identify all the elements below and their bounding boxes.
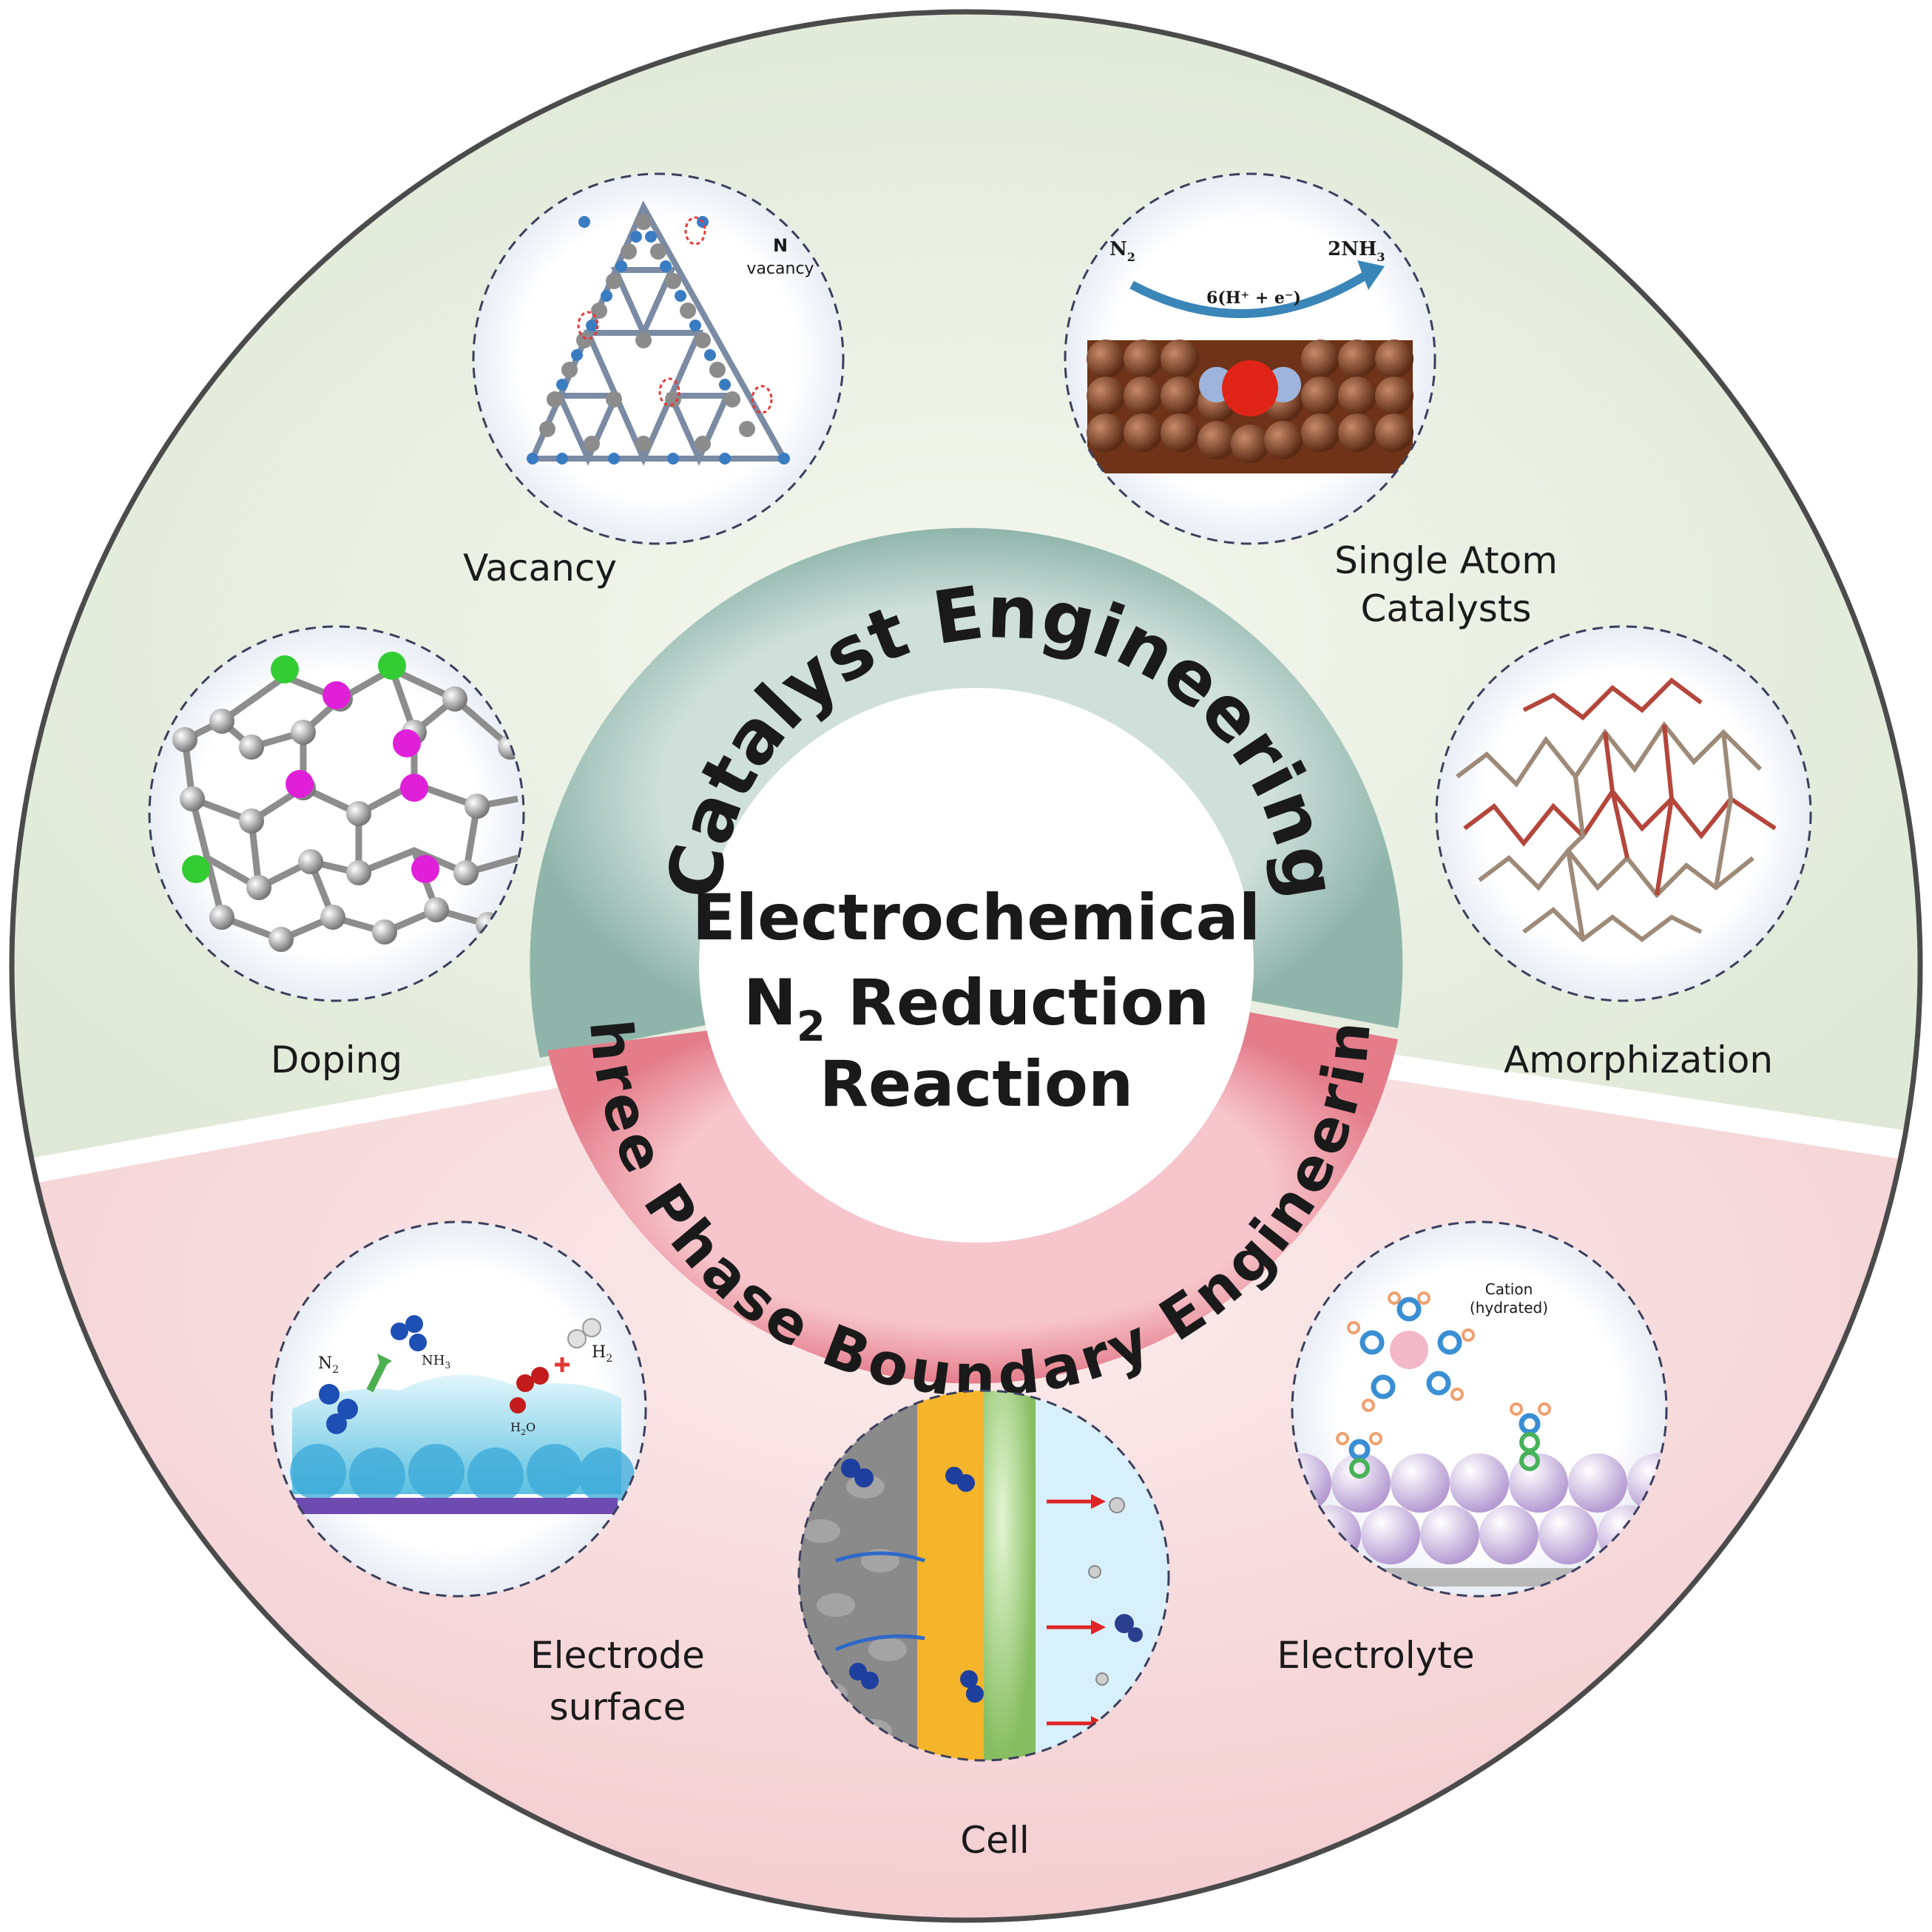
es-nh3-label: NH3 bbox=[422, 1353, 450, 1371]
cation-label-2: (hydrated) bbox=[1470, 1299, 1548, 1317]
doped-graphene bbox=[172, 652, 523, 952]
sac-nh3-label: 2NH3 bbox=[1328, 238, 1385, 264]
vacancy-label: Vacancy bbox=[463, 547, 617, 590]
single-atom-label-2: Catalysts bbox=[1361, 587, 1532, 630]
center-title-line3: Reaction bbox=[820, 1047, 1133, 1121]
n-vacancy-label-2: vacancy bbox=[746, 260, 814, 278]
electrode-surface-scene: N2 NH3 H2 H2O bbox=[290, 1315, 635, 1514]
electrode-surface-inset: N2 NH3 H2 H2O bbox=[270, 1220, 647, 1598]
cation-label-1: Cation bbox=[1485, 1280, 1533, 1298]
center-title: Electrochemical N2 Reduction Reaction bbox=[692, 881, 1260, 1121]
es-h2-label: H2 bbox=[592, 1343, 612, 1365]
n-vacancy-label: N bbox=[773, 235, 788, 256]
single-atom-surface: N2 2NH3 6(H⁺ + e⁻) bbox=[1087, 238, 1413, 473]
engineering-rings bbox=[530, 527, 1403, 1384]
electrode-label-2: surface bbox=[550, 1686, 686, 1729]
center-title-line1: Electrochemical bbox=[692, 881, 1260, 955]
es-h2o-label: H2O bbox=[510, 1420, 536, 1437]
center-title-line2: N2 Reduction bbox=[743, 966, 1209, 1051]
doping-inset bbox=[148, 625, 525, 1002]
electrolyte-label: Electrolyte bbox=[1277, 1634, 1474, 1677]
amorphization-inset bbox=[1435, 625, 1812, 1002]
es-n2-label: N2 bbox=[318, 1354, 339, 1376]
center-disk bbox=[699, 688, 1254, 1243]
vacancy-inset: N vacancy bbox=[472, 172, 845, 545]
sac-n2-label: N2 bbox=[1109, 238, 1135, 264]
single-atom-inset: N2 2NH3 6(H⁺ + e⁻) bbox=[1064, 172, 1436, 545]
doping-label: Doping bbox=[271, 1038, 402, 1081]
electrode-label-1: Electrode bbox=[530, 1634, 705, 1677]
amorphous-network bbox=[1456, 678, 1777, 942]
sac-arrow-label: 6(H⁺ + e⁻) bbox=[1206, 288, 1301, 308]
single-atom-label-1: Single Atom bbox=[1334, 539, 1558, 582]
carbon-nitride-lattice: N vacancy bbox=[527, 200, 814, 466]
cell-label: Cell bbox=[960, 1819, 1029, 1862]
amorphization-label: Amorphization bbox=[1504, 1038, 1773, 1081]
